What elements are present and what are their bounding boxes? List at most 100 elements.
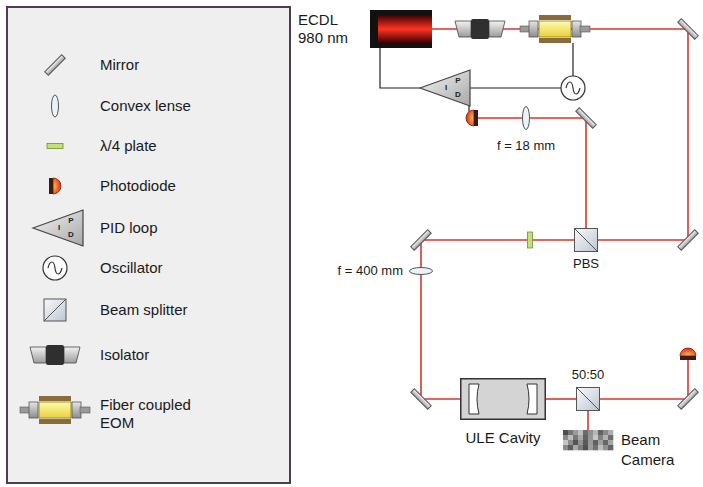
ule-cavity: ULE Cavity (460, 378, 546, 420)
legend-pid (33, 210, 83, 246)
node-shape (409, 267, 433, 275)
legend-label: PID loop (100, 219, 275, 237)
camera-pixel (593, 440, 598, 445)
camera-pixel (603, 435, 608, 440)
beam-camera: Beam Camera (563, 430, 613, 450)
splitter-cube (577, 388, 600, 411)
photodiode (466, 110, 478, 126)
lens: f = 400 mm (409, 267, 433, 275)
pid-letter: D (455, 91, 461, 99)
camera-pixel (603, 430, 608, 435)
wire (572, 43, 573, 76)
legend-label: Oscillator (100, 259, 275, 277)
splitter-diagonal (575, 229, 598, 252)
camera-pixel (598, 435, 603, 440)
camera-pixel (563, 440, 568, 445)
camera-pixel (563, 430, 568, 435)
quarter-wave-plate (528, 232, 533, 248)
beam (600, 360, 688, 399)
legend-isolator (30, 345, 80, 365)
cavity-housing (461, 379, 546, 420)
laser-beam (546, 398, 576, 400)
wire (470, 87, 561, 88)
laser-glow (378, 15, 432, 43)
camera-pixel (578, 440, 583, 445)
camera-pixel (563, 445, 568, 450)
node-shape (574, 228, 598, 252)
mirror (411, 389, 432, 410)
node-label: Beam Camera (621, 430, 681, 470)
camera-pixel (568, 440, 573, 445)
camera-pixel (583, 440, 588, 445)
pid-letter: I (58, 224, 60, 232)
pid-letter: P (455, 77, 460, 85)
cavity-mirror (527, 384, 537, 414)
legend-label: Isolator (100, 346, 275, 364)
camera-pixel (603, 445, 608, 450)
isolator (455, 19, 505, 39)
mirror (576, 108, 597, 129)
laser-beam (530, 118, 586, 228)
camera-pixel (608, 430, 613, 435)
node-shape (522, 106, 530, 130)
legend-mirror (45, 55, 66, 76)
camera-pixel (573, 435, 578, 440)
legend-oscillator (43, 256, 67, 280)
camera-pixel (588, 430, 593, 435)
camera-pixel (608, 440, 613, 445)
laser-beam (478, 118, 688, 399)
convex-lens (523, 107, 530, 130)
node-label: 50:50 (572, 367, 605, 383)
node-label: f = 18 mm (497, 138, 555, 154)
camera-pixel (598, 445, 603, 450)
legend-label: Fiber coupled EOM (100, 396, 205, 432)
camera-pixel (608, 435, 613, 440)
camera-pixel (588, 445, 593, 450)
legend-eom (20, 396, 90, 424)
legend-label: Convex lense (100, 97, 275, 115)
mirror (411, 230, 432, 251)
oscillator (561, 76, 585, 100)
camera-pixel (573, 440, 578, 445)
legend-waveplate (47, 144, 63, 149)
wire (380, 48, 420, 88)
camera-pixel (598, 430, 603, 435)
convex-lens (410, 268, 433, 275)
fiber-eom (520, 15, 590, 43)
cavity-mirror (469, 384, 479, 414)
laser-beam (432, 29, 688, 240)
pid-letter: P (68, 217, 73, 225)
laser-beam (421, 240, 574, 267)
legend-photodiode (49, 178, 61, 194)
camera-pixel (593, 435, 598, 440)
pid-letter: D (68, 231, 74, 239)
camera-pixel (598, 440, 603, 445)
camera-pixel (588, 440, 593, 445)
legend-beam-splitter (44, 299, 66, 321)
node-label: ECDL 980 nm (298, 11, 360, 47)
node-label: PBS (573, 256, 599, 272)
legend-lens (52, 95, 59, 117)
splitter-diagonal (577, 388, 600, 411)
camera-pixel (608, 445, 613, 450)
mirror (678, 230, 699, 251)
camera-pixel (568, 430, 573, 435)
legend-label: λ/4 plate (100, 137, 275, 155)
laser-housing (370, 10, 432, 48)
node-label: f = 400 mm (338, 263, 403, 279)
camera-pixel (573, 430, 578, 435)
camera-pixel (578, 445, 583, 450)
mirror (678, 19, 699, 40)
pid-letter: I (445, 84, 447, 92)
wire (468, 106, 469, 112)
legend-frame (7, 7, 290, 483)
camera-pixel (593, 430, 598, 435)
legend-label: Photodiode (100, 177, 275, 195)
camera-pixel (578, 435, 583, 440)
laser-beam (587, 411, 589, 430)
camera-pixel (583, 435, 588, 440)
node-label: ULE Cavity (465, 428, 540, 447)
pid-loop (420, 70, 470, 106)
camera-pixel (568, 435, 573, 440)
